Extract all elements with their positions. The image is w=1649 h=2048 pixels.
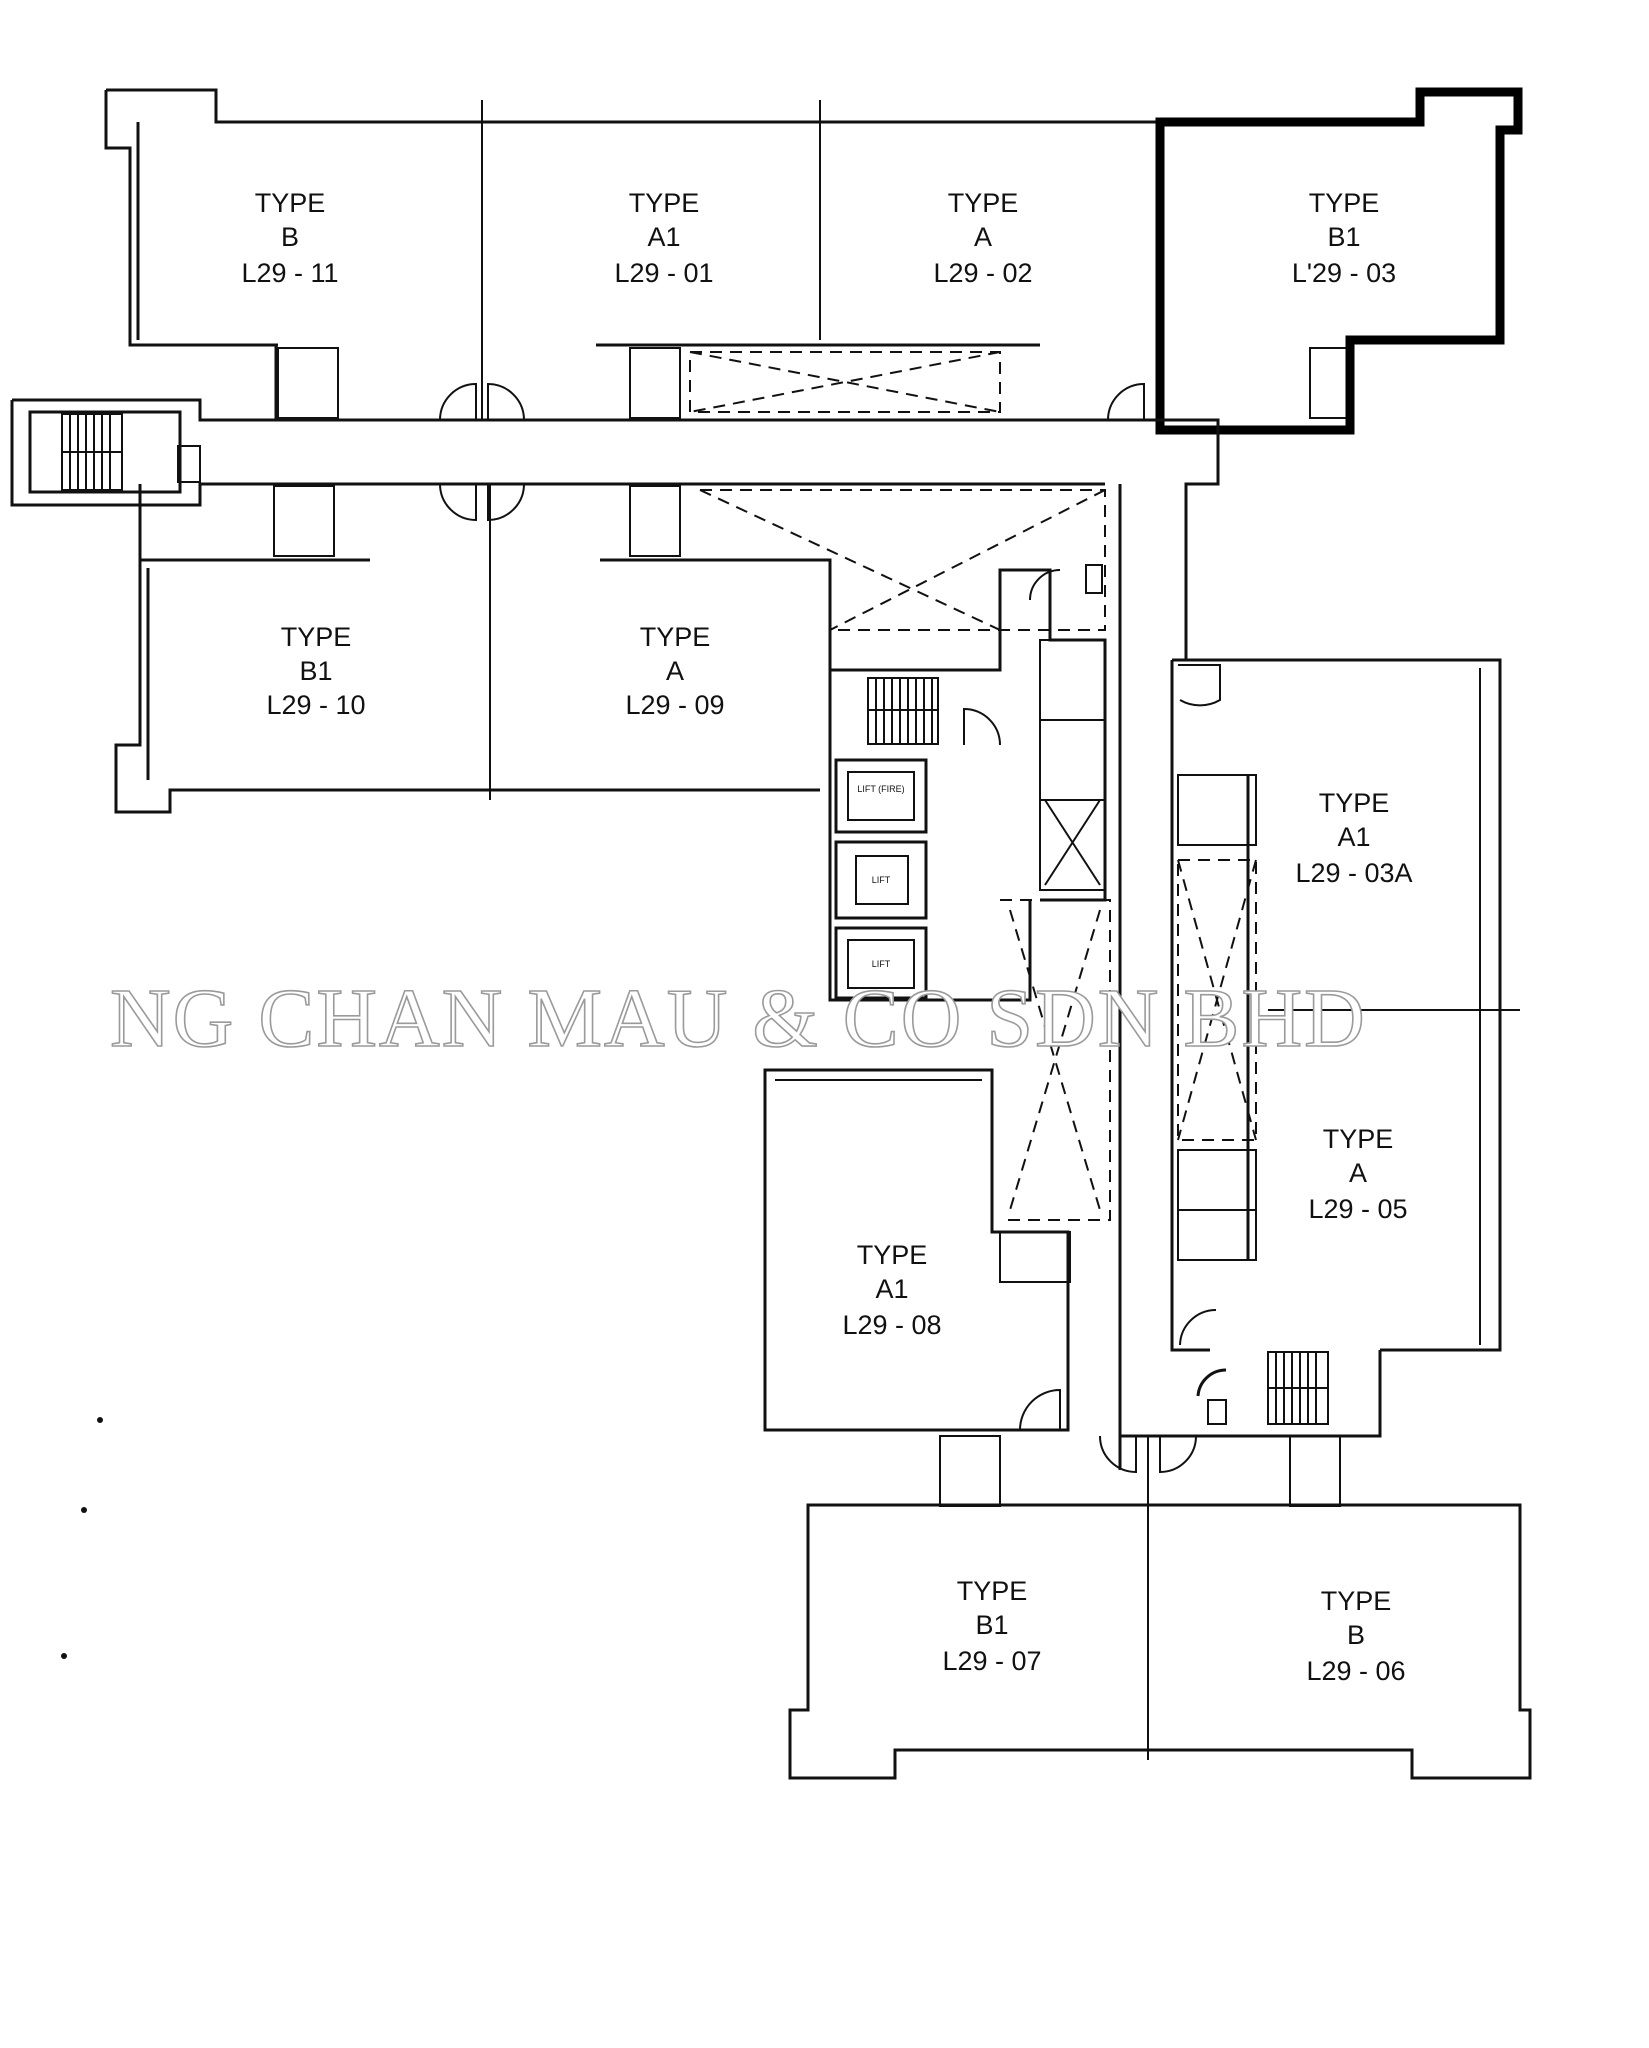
left-staircase bbox=[61, 413, 201, 491]
unit-label-l29-10: TYPE B1 L29 - 10 bbox=[266, 622, 365, 720]
svg-text:L29 - 01: L29 - 01 bbox=[614, 258, 713, 288]
lift-label-3: LIFT bbox=[872, 959, 891, 969]
service-core: LIFT (FIRE) LIFT LIFT bbox=[828, 564, 1107, 1002]
unit-label-l29-03a: TYPE A1 L29 - 03A bbox=[1295, 788, 1412, 888]
svg-text:TYPE: TYPE bbox=[1321, 1586, 1392, 1616]
svg-text:TYPE: TYPE bbox=[1323, 1124, 1394, 1154]
unit-label-l29-02: TYPE A L29 - 02 bbox=[933, 188, 1032, 288]
svg-text:A1: A1 bbox=[875, 1274, 908, 1304]
svg-text:TYPE: TYPE bbox=[281, 622, 352, 652]
scan-speck bbox=[61, 1653, 67, 1659]
svg-text:A: A bbox=[1349, 1158, 1367, 1188]
svg-text:B: B bbox=[281, 222, 299, 252]
unit-label-l29-06: TYPE B L29 - 06 bbox=[1306, 1586, 1405, 1686]
svg-text:TYPE: TYPE bbox=[640, 622, 711, 652]
svg-text:TYPE: TYPE bbox=[1319, 788, 1390, 818]
svg-text:A: A bbox=[974, 222, 992, 252]
svg-text:TYPE: TYPE bbox=[957, 1576, 1028, 1606]
unit-label-l29-03: TYPE B1 L'29 - 03 bbox=[1292, 188, 1396, 288]
svg-text:TYPE: TYPE bbox=[255, 188, 326, 218]
svg-text:L29 - 03A: L29 - 03A bbox=[1295, 858, 1412, 888]
svg-text:B1: B1 bbox=[975, 1610, 1008, 1640]
svg-text:L29 - 06: L29 - 06 bbox=[1306, 1656, 1405, 1686]
svg-text:A1: A1 bbox=[647, 222, 680, 252]
svg-text:L29 - 09: L29 - 09 bbox=[625, 690, 724, 720]
unit-label-l29-09: TYPE A L29 - 09 bbox=[625, 622, 724, 720]
svg-text:B1: B1 bbox=[1327, 222, 1360, 252]
scan-speck bbox=[81, 1507, 87, 1513]
svg-text:L29 - 07: L29 - 07 bbox=[942, 1646, 1041, 1676]
svg-text:L29 - 08: L29 - 08 bbox=[842, 1310, 941, 1340]
svg-text:L29 - 10: L29 - 10 bbox=[266, 690, 365, 720]
svg-text:TYPE: TYPE bbox=[857, 1240, 928, 1270]
svg-text:L29 - 02: L29 - 02 bbox=[933, 258, 1032, 288]
svg-text:TYPE: TYPE bbox=[948, 188, 1019, 218]
svg-text:B: B bbox=[1347, 1620, 1365, 1650]
svg-text:L'29 - 03: L'29 - 03 bbox=[1292, 258, 1396, 288]
unit-label-l29-11: TYPE B L29 - 11 bbox=[241, 188, 338, 288]
svg-text:A1: A1 bbox=[1337, 822, 1370, 852]
svg-text:A: A bbox=[666, 656, 684, 686]
lower-middle-wing bbox=[763, 899, 1111, 1432]
top-wing bbox=[104, 88, 1351, 422]
svg-text:TYPE: TYPE bbox=[1309, 188, 1380, 218]
svg-text:L29 - 11: L29 - 11 bbox=[241, 258, 338, 288]
lift-label-fire: LIFT (FIRE) bbox=[857, 784, 904, 794]
highlight-outline bbox=[1155, 87, 1523, 435]
lift-label-2: LIFT bbox=[872, 875, 891, 885]
svg-text:B1: B1 bbox=[299, 656, 332, 686]
unit-label-l29-05: TYPE A L29 - 05 bbox=[1308, 1124, 1407, 1224]
unit-label-l29-07: TYPE B1 L29 - 07 bbox=[942, 1576, 1041, 1676]
middle-left-wing bbox=[114, 483, 1106, 814]
svg-text:TYPE: TYPE bbox=[629, 188, 700, 218]
watermark: NG CHAN MAU & CO SDN BHD bbox=[110, 972, 1367, 1065]
svg-text:L29 - 05: L29 - 05 bbox=[1308, 1194, 1407, 1224]
unit-label-l29-01: TYPE A1 L29 - 01 bbox=[614, 188, 713, 288]
unit-label-l29-08: TYPE A1 L29 - 08 bbox=[842, 1240, 941, 1340]
bottom-wing bbox=[788, 1435, 1532, 1780]
corridor bbox=[10, 398, 1220, 1470]
right-wing bbox=[1120, 658, 1520, 1438]
scan-speck bbox=[97, 1417, 103, 1423]
